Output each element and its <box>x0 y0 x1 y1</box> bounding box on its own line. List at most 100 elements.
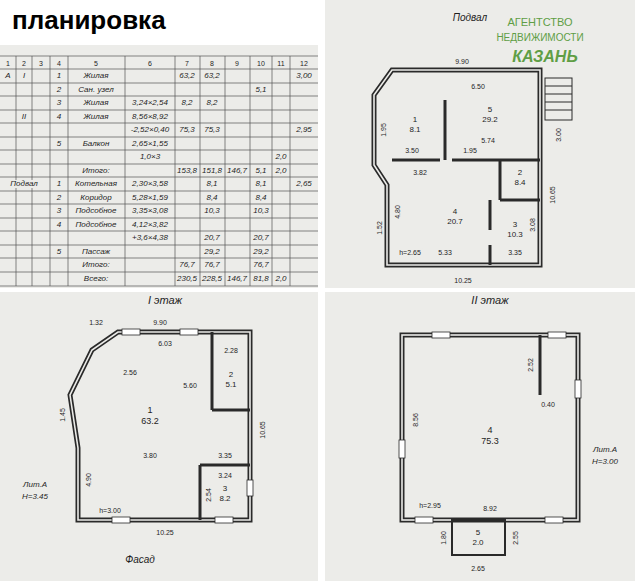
dimension-label: 3 <box>512 221 518 229</box>
dimension-label: 8,1 <box>205 180 218 188</box>
dimension-label: 8.2 <box>218 495 231 503</box>
dimension-label: 2.55 <box>512 530 519 546</box>
dimension-label: А <box>4 72 11 80</box>
dimension-label: 63.2 <box>140 417 160 426</box>
dimension-label: 5,28×1,59 <box>131 194 169 202</box>
table-grid <box>0 56 318 286</box>
dimension-label: Итого: <box>81 261 110 269</box>
dimension-label: 5 <box>56 248 62 256</box>
dimension-label: 9.90 <box>152 319 168 326</box>
dimension-label: 2.56 <box>122 369 138 376</box>
dimension-label: 8,4 <box>205 194 218 202</box>
dimension-label: 8,56×8,92 <box>131 113 169 121</box>
dimension-label: 12 <box>299 60 309 67</box>
dimension-label: 5 <box>487 106 493 114</box>
dimension-label: 3,35×3,08 <box>131 207 169 215</box>
dimension-label: 146,7 <box>226 167 248 175</box>
dimension-label: 2.54 <box>205 487 212 503</box>
floor1-plan <box>70 329 253 523</box>
dimension-label: Коридор <box>79 194 112 202</box>
dimension-label: 6.03 <box>157 340 173 347</box>
dimension-label: 4.90 <box>85 472 92 488</box>
dimension-label: II <box>21 113 27 121</box>
floor2-plan <box>399 332 581 555</box>
dimension-label: 20,7 <box>203 234 221 242</box>
dimension-label: 3 <box>222 485 228 493</box>
dimension-label: Итого: <box>81 167 110 175</box>
dimension-label: 8,2 <box>205 99 218 107</box>
dimension-label: 2,0 <box>274 167 287 175</box>
dimension-label: 2 <box>21 60 27 67</box>
dimension-label: 2.65 <box>470 565 486 572</box>
dimension-label: 76,7 <box>178 261 196 269</box>
dimension-label: 8,1 <box>254 180 267 188</box>
dimension-label: 9.90 <box>454 58 470 65</box>
watermark: КАЗАНЬ <box>511 49 579 65</box>
dimension-label: 76,7 <box>203 261 221 269</box>
dimension-label: 2.52 <box>527 357 534 373</box>
dimension-label: 4,12×3,82 <box>131 221 169 229</box>
dimension-label: 151,8 <box>201 167 223 175</box>
dimension-label: 5 <box>475 529 481 537</box>
dimension-label: 11 <box>276 60 285 67</box>
dimension-label: 1 <box>56 72 62 80</box>
dimension-label: Лит.А <box>592 446 618 454</box>
dimension-label: 6 <box>147 60 153 67</box>
dimension-label: 5 <box>56 140 62 148</box>
dimension-label: Котельная <box>74 180 118 188</box>
dimension-label: 2.28 <box>223 347 239 354</box>
dimension-label: 1 <box>146 406 153 415</box>
dimension-label: 10,3 <box>203 207 221 215</box>
dimension-label: 3.82 <box>412 169 428 176</box>
dimension-label: 8.1 <box>408 126 421 134</box>
dimension-label: 1.52 <box>376 220 383 236</box>
dimension-label: 8.4 <box>513 179 526 187</box>
dimension-label: 20.7 <box>446 218 464 226</box>
dimension-label: 4 <box>56 60 62 67</box>
dimension-label: Жилая <box>82 72 109 80</box>
dimension-label: 3.24 <box>217 472 233 479</box>
dimension-label: 4 <box>56 221 62 229</box>
dimension-label: 76,7 <box>252 261 270 269</box>
dimension-label: -2,52×0,40 <box>130 126 170 134</box>
dimension-label: 1.45 <box>59 407 66 423</box>
dimension-label: 5.74 <box>480 137 496 144</box>
dimension-label: 2 <box>56 86 62 94</box>
dimension-label: 2,95 <box>295 126 313 134</box>
dimension-label: 20,7 <box>252 234 270 242</box>
dimension-label: 8.56 <box>412 412 419 428</box>
watermark: НЕДВИЖИМОСТИ <box>495 33 584 43</box>
dimension-label: 81,8 <box>252 275 270 283</box>
dimension-label: 3 <box>56 99 62 107</box>
dimension-label: 75,3 <box>178 126 196 134</box>
dimension-label: Подсобное <box>75 221 118 229</box>
dimension-label: 2 <box>56 194 62 202</box>
dimension-label: 3.80 <box>142 452 158 459</box>
dimension-label: h=2.65 <box>398 249 422 256</box>
dimension-label: 4.80 <box>394 204 401 220</box>
dimension-label: 8,2 <box>180 99 193 107</box>
dimension-label: 5.33 <box>437 249 453 256</box>
table-panel <box>0 45 318 288</box>
dimension-label: I <box>22 72 26 80</box>
dimension-label: 10 <box>256 60 266 67</box>
dimension-label: 8 <box>209 60 215 67</box>
dimension-label: 3 <box>56 207 62 215</box>
floor2-panel <box>325 292 635 581</box>
dimension-label: 153,8 <box>176 167 198 175</box>
dimension-label: I этаж <box>147 295 183 306</box>
dimension-label: Жилая <box>82 99 109 107</box>
dimension-label: 10.65 <box>549 185 556 205</box>
basement-panel <box>325 0 635 288</box>
dimension-label: Всего: <box>83 275 109 283</box>
dimension-label: 146,7 <box>226 275 248 283</box>
dimension-label: Подвал <box>9 180 39 188</box>
dimension-label: 8.92 <box>482 505 498 512</box>
dimension-label: 5.60 <box>182 382 198 389</box>
dimension-label: 10.3 <box>506 231 524 239</box>
dimension-label: Пассаж <box>81 248 111 256</box>
dimension-label: 0.40 <box>540 401 556 408</box>
dimension-label: 4 <box>56 113 62 121</box>
dimension-label: 4 <box>486 426 493 435</box>
dimension-label: II этаж <box>470 295 509 306</box>
